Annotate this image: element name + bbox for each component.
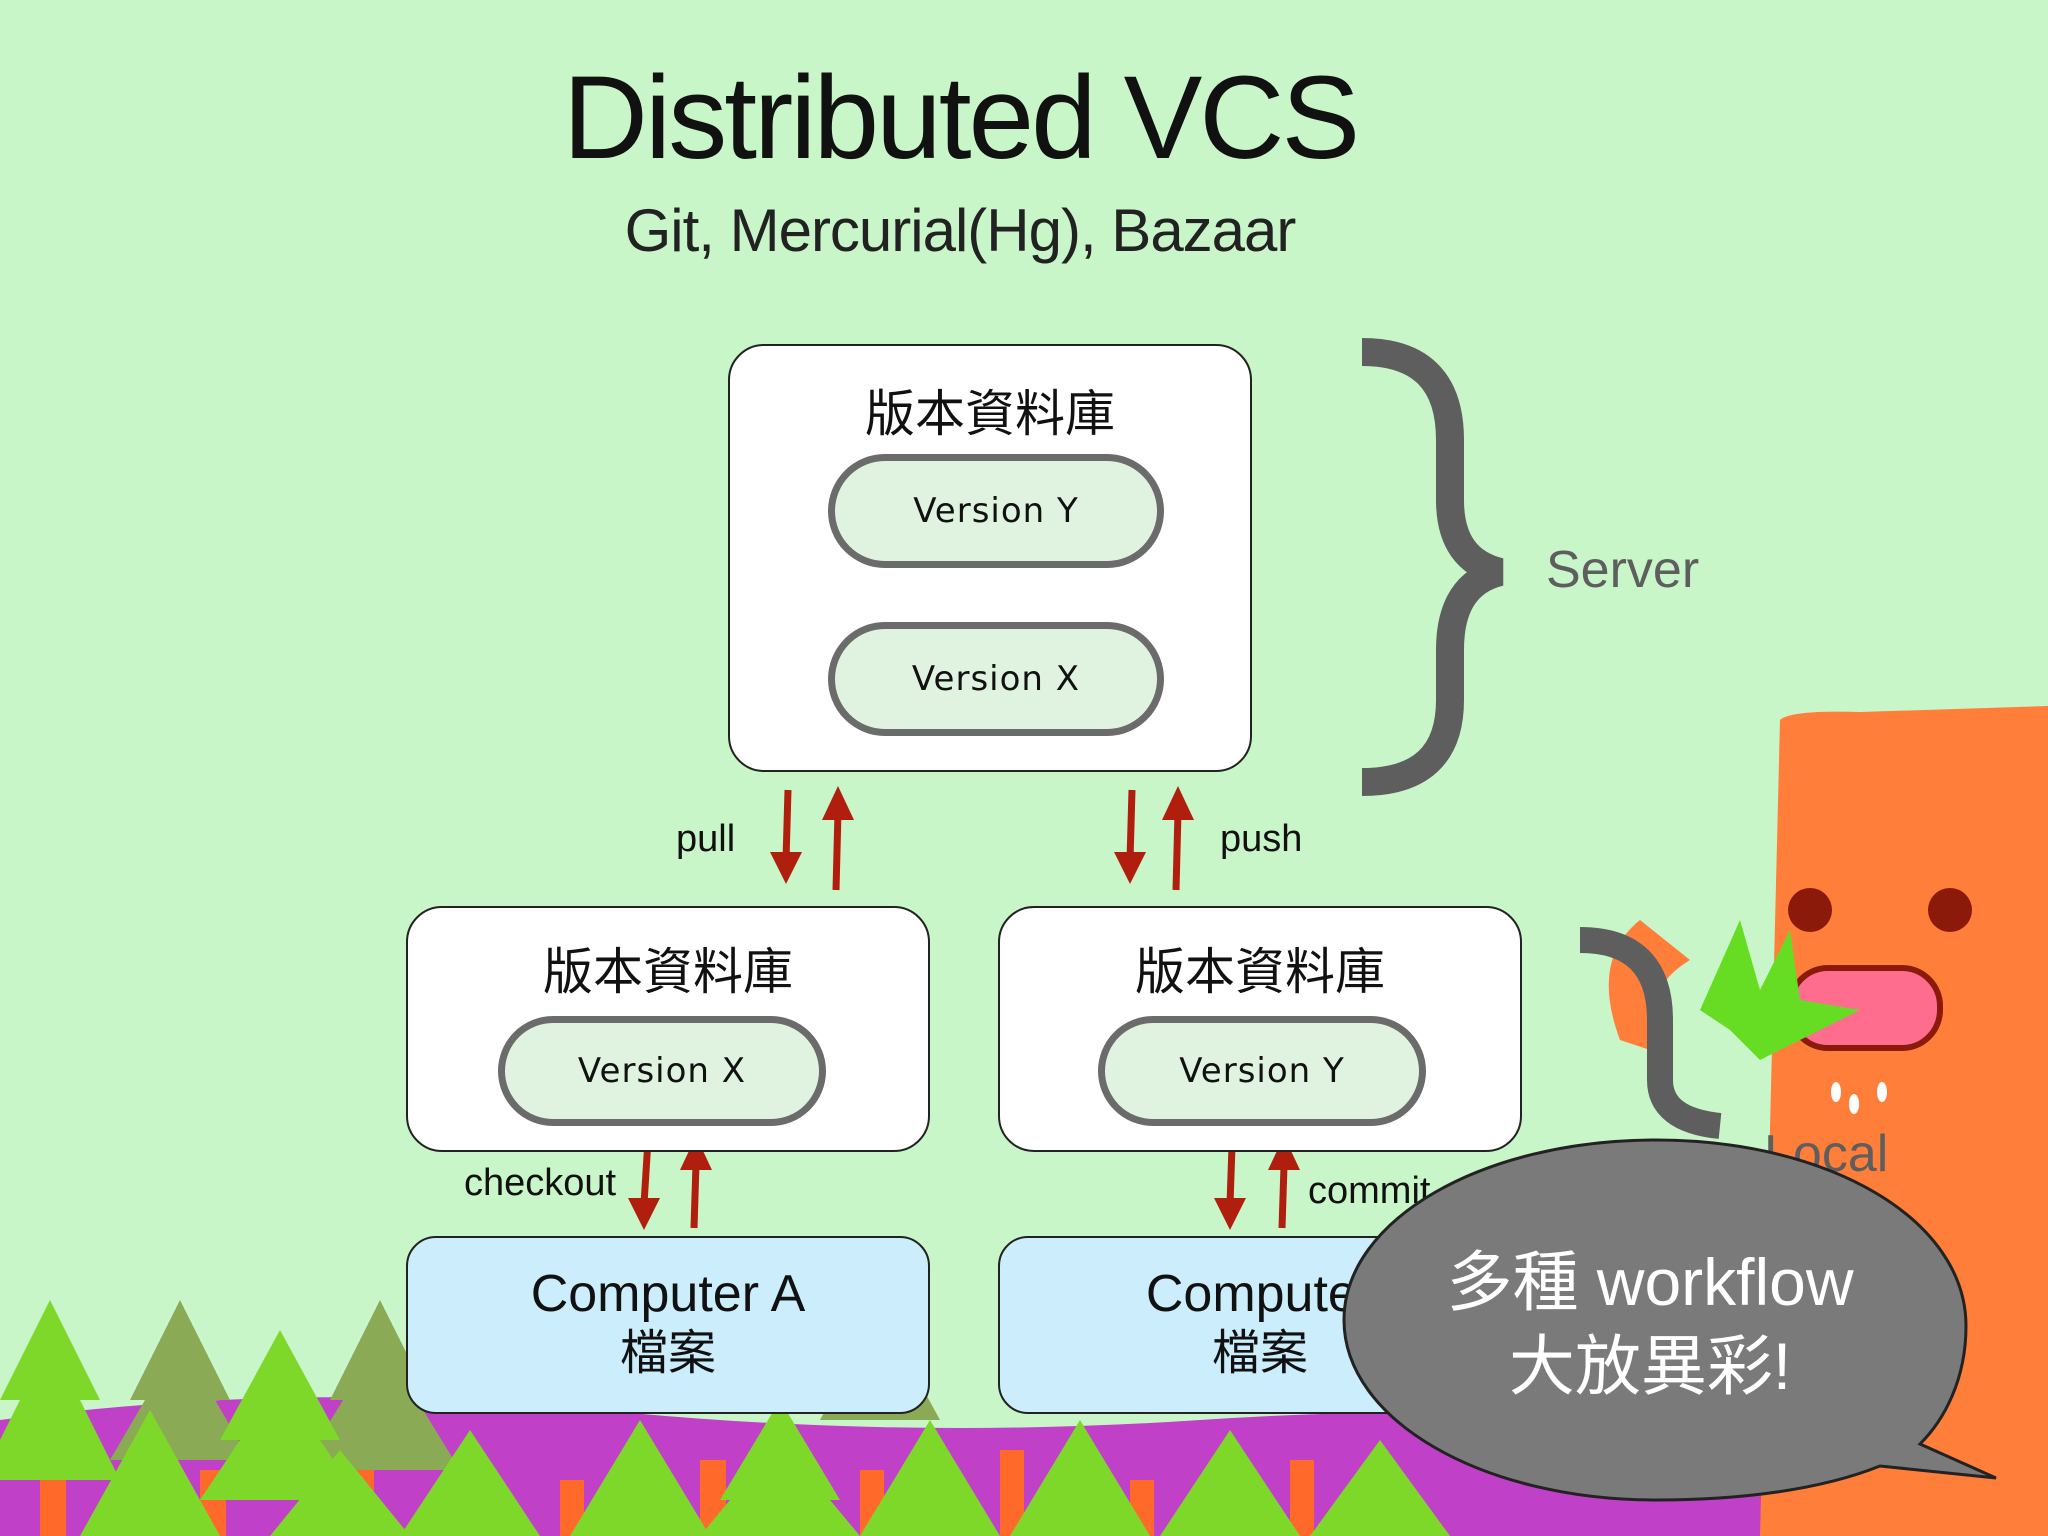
- local-a-version: Version X: [498, 1016, 826, 1126]
- speech-bubble-text: 多種 workflow 大放異彩!: [1360, 1240, 1940, 1408]
- local-repository-b: 版本資料庫 Version Y: [998, 906, 1522, 1152]
- pull-label: pull: [676, 818, 736, 860]
- computer-b-title: Computer: [1145, 1265, 1375, 1323]
- local-brace-label: Local: [1764, 1125, 1889, 1183]
- server-repository: 版本資料庫 Version Y Version X: [728, 344, 1252, 772]
- mascot-eye-left: [1788, 888, 1832, 932]
- checkout-label: checkout: [464, 1162, 617, 1204]
- server-version-x: Version X: [828, 622, 1164, 736]
- push-label: push: [1220, 818, 1303, 860]
- local-repo-b-label: 版本資料庫: [1135, 943, 1385, 1001]
- server-brace-label: Server: [1546, 541, 1700, 599]
- slide-subtitle: Git, Mercurial(Hg), Bazaar: [624, 197, 1297, 264]
- local-brace: [1579, 927, 1722, 1139]
- computer-b-files: 檔案: [1211, 1327, 1308, 1380]
- bubble-line-1: 多種 workflow: [1446, 1245, 1854, 1319]
- computer-a: Computer A 檔案: [406, 1236, 930, 1414]
- computer-a-title: Computer A: [530, 1265, 806, 1323]
- mascot-eye-right: [1928, 888, 1972, 932]
- mascot-body: [1760, 706, 2048, 1536]
- mascot-drool: [1831, 1082, 1887, 1114]
- sync-arrows: [628, 786, 1300, 1230]
- mascot-leaf: [1700, 920, 1860, 1060]
- local-b-version: Version Y: [1098, 1016, 1426, 1126]
- slide-title: Distributed VCS: [562, 52, 1360, 184]
- bubble-line-2: 大放異彩!: [1508, 1329, 1792, 1403]
- local-repository-a: 版本資料庫 Version X: [406, 906, 930, 1152]
- server-brace: [1361, 338, 1504, 796]
- local-repo-a-label: 版本資料庫: [543, 943, 793, 1001]
- commit-label: commit: [1308, 1170, 1431, 1212]
- computer-a-files: 檔案: [619, 1327, 716, 1380]
- server-repo-label: 版本資料庫: [865, 385, 1115, 443]
- server-version-y: Version Y: [828, 454, 1164, 568]
